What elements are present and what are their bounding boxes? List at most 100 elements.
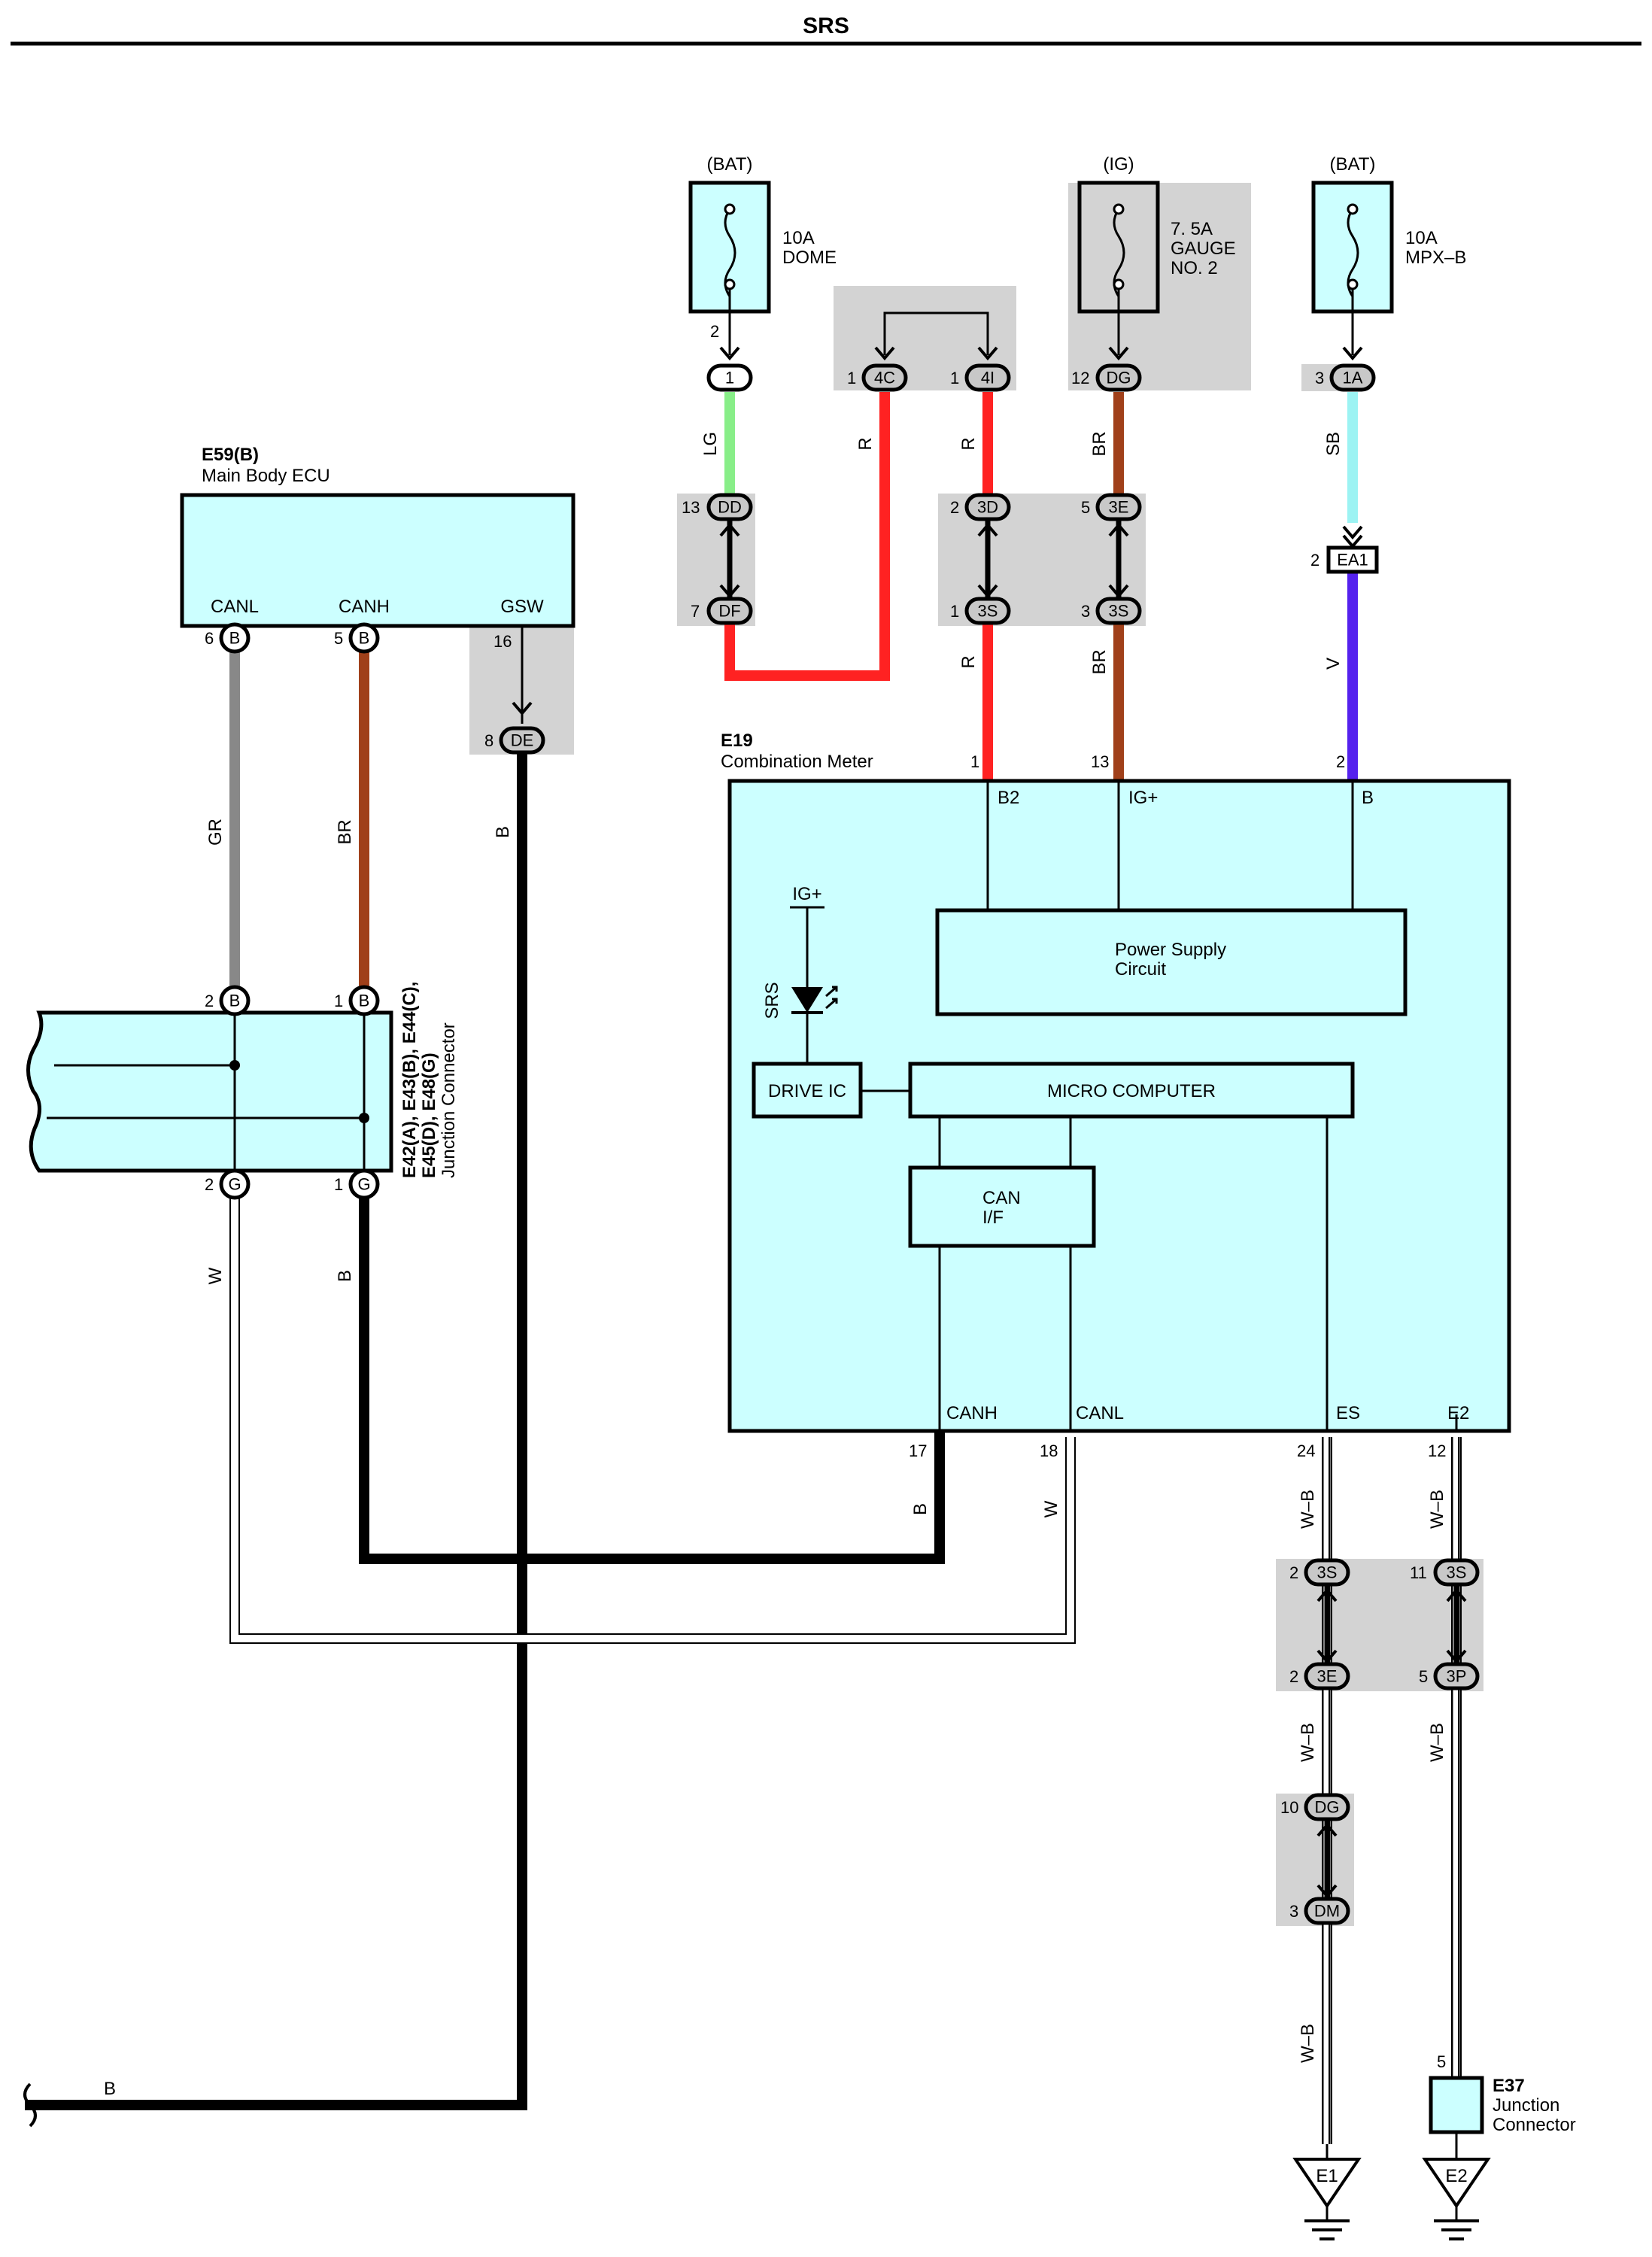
connector-dg-top-label: DG bbox=[1107, 369, 1131, 387]
ecu-canh-connector bbox=[348, 622, 380, 654]
junction-top-pin-2: 1 bbox=[334, 992, 343, 1010]
link-3e-3s-arrows bbox=[1108, 522, 1129, 599]
connector-de bbox=[499, 726, 545, 755]
meter-terminal-b: B bbox=[1362, 788, 1374, 808]
connector-4c-label: 4C bbox=[874, 369, 895, 387]
main-body-ecu: E59(B) Main Body ECU CANL CANH GSW 16 B … bbox=[180, 445, 575, 724]
wire-b-ground bbox=[25, 750, 527, 2110]
junction-top-conn-1-label: B bbox=[229, 992, 241, 1010]
ecu-canh-pin: 5 bbox=[334, 629, 343, 648]
connector-dg-bot bbox=[1304, 1793, 1350, 1821]
srs-lamp-label: SRS bbox=[762, 982, 782, 1019]
connector-3p bbox=[1433, 1662, 1480, 1690]
wire-label-b2: B bbox=[335, 1270, 355, 1282]
connector-arrows bbox=[512, 346, 1363, 716]
junction-top-conn-1 bbox=[219, 985, 251, 1016]
wire-label-wb4: W–B bbox=[1427, 1723, 1447, 1762]
connector-1 bbox=[706, 363, 753, 392]
connector-dg-top-pin: 12 bbox=[1071, 369, 1089, 387]
e37-junction: 5 E37 Junction Connector bbox=[1429, 2052, 1576, 2159]
connector-de-pin: 8 bbox=[484, 731, 493, 750]
can-interface bbox=[908, 1165, 1096, 1248]
meter-terminal-canh: CANH bbox=[946, 1403, 998, 1423]
connector-3s-d bbox=[1433, 1558, 1480, 1587]
drive-ic-label: DRIVE IC bbox=[768, 1081, 846, 1101]
meter-pin-ig: 13 bbox=[1091, 752, 1109, 771]
ground-e1-triangle bbox=[1292, 2158, 1362, 2209]
fuse-mpx-rating: 10A bbox=[1405, 228, 1438, 248]
connector-3e-bot bbox=[1304, 1662, 1350, 1690]
junction-codes-2: E45(D), E48(G) bbox=[419, 1053, 439, 1178]
wire-label-br1: BR bbox=[1089, 431, 1110, 456]
connector-3s-d-label: 3S bbox=[1447, 1563, 1467, 1582]
connector-1-label: 1 bbox=[725, 369, 734, 387]
link-3s-3e-arrows bbox=[1316, 1587, 1338, 1664]
wire-label-b4: B bbox=[104, 2079, 116, 2099]
e37-name: Junction bbox=[1493, 2095, 1559, 2116]
connector-3e-bot-pin: 2 bbox=[1289, 1667, 1298, 1686]
ground-e1-label: E1 bbox=[1316, 2166, 1338, 2186]
fuse-gauge-source: (IG) bbox=[1103, 154, 1134, 175]
fuse-gauge-terminal-bottom bbox=[1113, 278, 1125, 290]
wire-label-gr: GR bbox=[205, 819, 226, 846]
connector-ea1 bbox=[1326, 545, 1379, 574]
connector-df bbox=[706, 597, 753, 625]
connector-4i-label: 4I bbox=[981, 369, 995, 387]
wire-label-r2: R bbox=[958, 437, 979, 450]
wire-label-wb3: W–B bbox=[1298, 1723, 1318, 1762]
meter-terminal-b2: B2 bbox=[998, 788, 1019, 808]
connector-1a bbox=[1329, 363, 1376, 392]
junction-bot-conn-1-label: G bbox=[228, 1175, 241, 1194]
ground-e2-label: E2 bbox=[1445, 2166, 1467, 2186]
meter-pin-e2: 12 bbox=[1428, 1441, 1446, 1460]
connector-dg-bot-label: DG bbox=[1315, 1798, 1340, 1817]
wire-label-wb1: W–B bbox=[1298, 1490, 1318, 1529]
junction-bot-conn-1 bbox=[219, 1168, 251, 1200]
connector-dd bbox=[706, 493, 753, 521]
connector-3s-a-pin: 1 bbox=[950, 602, 959, 621]
connector-3s-a bbox=[964, 597, 1011, 625]
meter-terminal-ig: IG+ bbox=[1128, 788, 1158, 808]
e37-box bbox=[1429, 2076, 1484, 2134]
ground-e2-icon bbox=[1434, 2219, 1479, 2240]
main-body-ecu-name: Main Body ECU bbox=[202, 466, 330, 486]
connector-3e-top-label: 3E bbox=[1109, 498, 1129, 517]
junction-connector-box bbox=[26, 1010, 393, 1173]
fuse-dome-rating: 10A bbox=[782, 228, 815, 248]
ecu-canh-conn-label: B bbox=[359, 629, 370, 648]
connector-ea1-pin: 2 bbox=[1310, 551, 1319, 570]
fuse-mpx-terminal-top bbox=[1347, 203, 1359, 215]
connector-dd-label: DD bbox=[718, 498, 742, 517]
fuse-gauge-rating: 7. 5A bbox=[1171, 219, 1213, 239]
fuse-mpx-terminal-bottom bbox=[1347, 278, 1359, 290]
wire-label-r3: R bbox=[958, 655, 979, 668]
connector-3s-b-label: 3S bbox=[1109, 602, 1129, 621]
link-3d-3s-arrows bbox=[977, 522, 998, 599]
can-if-label2: I/F bbox=[982, 1207, 1004, 1228]
connector-3s-a-label: 3S bbox=[978, 602, 998, 621]
arrow-into-ea1 bbox=[1342, 525, 1363, 549]
connector-3d bbox=[964, 493, 1011, 521]
ecu-terminal-gsw: GSW bbox=[500, 597, 544, 617]
fuse-dome-source: (BAT) bbox=[707, 154, 753, 175]
connector-4c-pin: 1 bbox=[847, 369, 856, 387]
connector-dg-top bbox=[1095, 363, 1142, 392]
meter-name: Combination Meter bbox=[721, 752, 873, 772]
ground-e2-triangle bbox=[1422, 2158, 1491, 2209]
connector-4i-pin: 1 bbox=[950, 369, 959, 387]
ground-e2: E2 bbox=[1422, 2158, 1491, 2240]
connector-3p-label: 3P bbox=[1447, 1667, 1467, 1686]
junction-bot-pin-2: 1 bbox=[334, 1175, 343, 1194]
wire-label-lg: LG bbox=[700, 432, 721, 456]
ground-e1-icon bbox=[1304, 2219, 1350, 2240]
wire-label-b3: B bbox=[910, 1503, 931, 1515]
connector-dg-bot-pin: 10 bbox=[1280, 1798, 1298, 1817]
wire-label-v: V bbox=[1323, 658, 1344, 670]
meter-terminal-es: ES bbox=[1336, 1403, 1360, 1423]
ecu-canl-conn-label: B bbox=[229, 629, 241, 648]
connector-3s-c bbox=[1304, 1558, 1350, 1587]
led-light-icon bbox=[825, 986, 838, 1010]
e37-pin: 5 bbox=[1437, 2052, 1446, 2071]
connector-dm-label: DM bbox=[1314, 1902, 1340, 1921]
connector-3s-c-label: 3S bbox=[1317, 1563, 1338, 1582]
